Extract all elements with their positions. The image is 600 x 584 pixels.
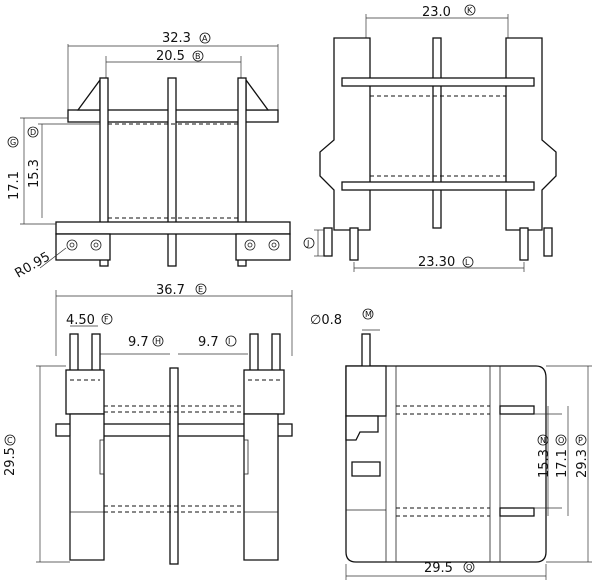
dim-F-tag: F — [104, 315, 109, 324]
dim-B-tag: B — [195, 52, 201, 61]
dim-A-tag: A — [202, 34, 208, 43]
dim-N-tag: N — [540, 436, 546, 445]
dim-K-tag: K — [467, 6, 473, 15]
dim-P-value: 29.3 — [575, 449, 590, 478]
dim-Q-tag: Q — [466, 563, 472, 572]
dim-N-value: 15.3 — [537, 449, 552, 478]
dim-O-value: 17.1 — [555, 449, 570, 478]
dim-F-value: 4.50 — [66, 313, 95, 328]
dim-I-tag: I — [228, 337, 230, 346]
top-right-view: 23.0 K J 23.30 L — [303, 4, 557, 272]
dim-M-tag: M — [365, 310, 372, 319]
dim-A-value: 32.3 — [162, 31, 191, 46]
dim-L-tag: L — [465, 258, 470, 267]
dim-O-tag: O — [558, 436, 564, 445]
dim-K-value: 23.0 — [422, 5, 451, 20]
dim-C-value: 29.5 — [3, 447, 18, 476]
dim-B-value: 20.5 — [156, 49, 185, 64]
dim-R-value: R0.95 — [13, 249, 53, 281]
dim-I-value: 9.7 — [198, 335, 219, 350]
dim-Q-value: 29.5 — [424, 561, 453, 576]
bottom-right-view: ∅0.8 M 15.3 N 17.1 — [310, 308, 592, 580]
dim-L-value: 23.30 — [418, 255, 455, 270]
dim-E-value: 36.7 — [156, 283, 185, 298]
top-left-view: 32.3 A 20.5 B 17.1 — [7, 31, 291, 281]
dim-M-value: ∅0.8 — [310, 313, 342, 328]
dim-G-tag: G — [10, 138, 16, 147]
dim-D-tag: D — [30, 128, 36, 137]
dim-D-value: 15.3 — [27, 159, 42, 188]
dim-E-tag: E — [198, 285, 203, 294]
dim-P-tag: P — [578, 436, 583, 445]
dim-H-tag: H — [155, 337, 161, 346]
dim-J-tag: J — [306, 239, 309, 248]
dim-G-value: 17.1 — [7, 171, 22, 200]
dim-H-value: 9.7 — [128, 335, 149, 350]
dim-C-tag: C — [7, 436, 13, 445]
bottom-left-view: 36.7 E 4.50 F 9.7 H 9.7 I — [3, 283, 293, 565]
